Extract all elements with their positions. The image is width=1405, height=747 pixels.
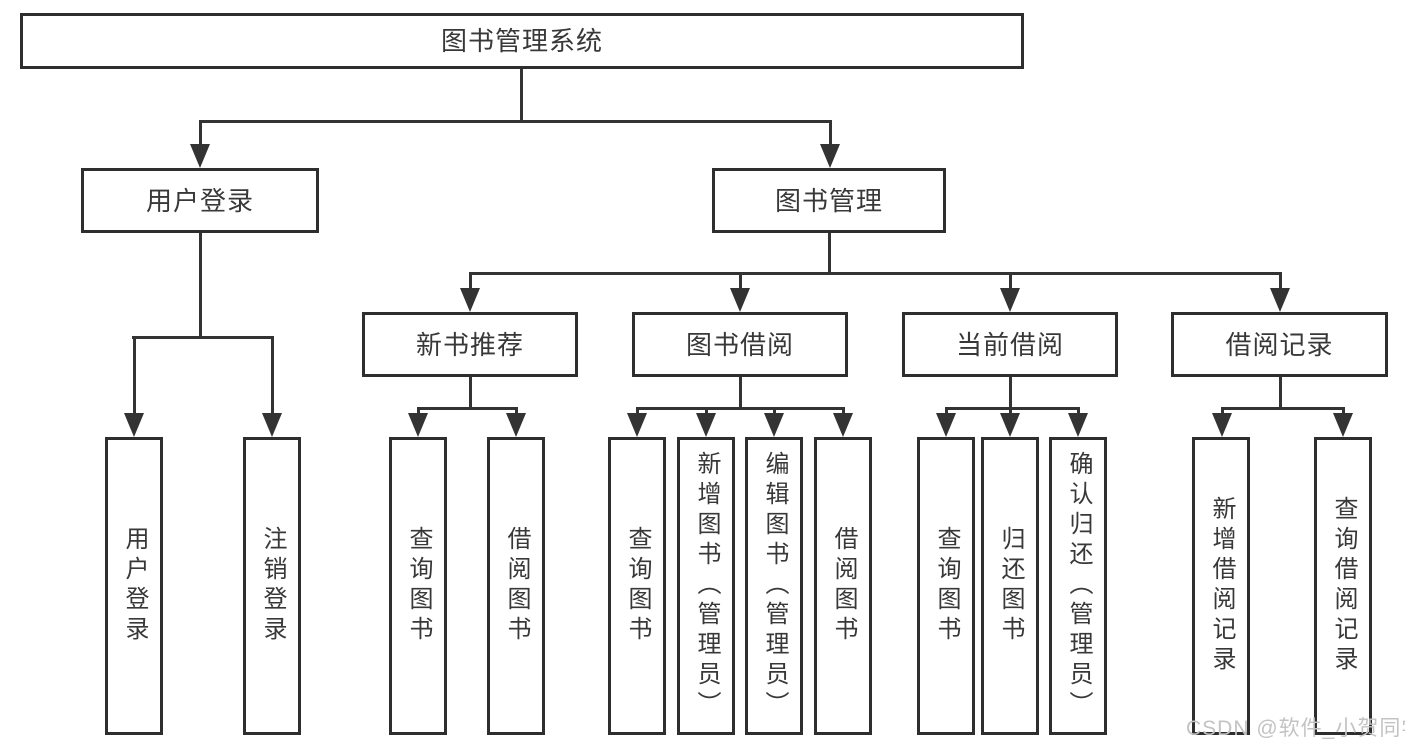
arrow-down-icon (833, 413, 853, 437)
connector-vline (1077, 407, 1080, 415)
connector-hline (636, 407, 845, 410)
arrow-down-icon (627, 413, 647, 437)
connector-hline (1221, 407, 1345, 410)
arrow-down-icon (262, 413, 282, 437)
leaf-query-borrow-record: 查询借阅记录 (1314, 437, 1372, 735)
connector-vline (636, 407, 639, 415)
connector-vline (1009, 377, 1012, 410)
arrow-down-icon (506, 413, 526, 437)
connector-vline (520, 69, 523, 123)
connector-hline (199, 120, 832, 123)
connector-vline (739, 377, 742, 410)
node-label: 查询图书 (933, 526, 960, 646)
node-label: 新增图书（管理员） (693, 451, 720, 721)
node-label: 新书推荐 (415, 329, 524, 360)
arrow-down-icon (1068, 413, 1088, 437)
arrow-down-icon (1270, 288, 1290, 312)
connector-vline (828, 233, 831, 275)
connector-vline (199, 120, 202, 146)
node-current-borrow: 当前借阅 (902, 312, 1118, 377)
csdn-watermark: CSDN @软件_小贺同学 (1186, 717, 1405, 740)
connector-vline (469, 272, 472, 290)
arrow-down-icon (936, 413, 956, 437)
leaf-query-books-recommend: 查询图书 (389, 437, 447, 735)
connector-vline (1009, 407, 1012, 415)
node-borrow-records: 借阅记录 (1171, 312, 1388, 377)
connector-hline (132, 336, 274, 339)
arrow-down-icon (190, 144, 210, 168)
node-label: 借阅记录 (1225, 329, 1334, 360)
node-new-book-recommend: 新书推荐 (362, 312, 578, 377)
arrow-down-icon (1000, 413, 1020, 437)
leaf-user-login: 用户登录 (105, 437, 163, 735)
connector-hline (945, 407, 1080, 410)
arrow-down-icon (460, 288, 480, 312)
leaf-borrow-books-recommend: 借阅图书 (487, 437, 545, 735)
connector-vline (773, 407, 776, 415)
node-label: 编辑图书（管理员） (761, 451, 788, 721)
leaf-logout: 注销登录 (243, 437, 301, 735)
connector-vline (417, 407, 420, 415)
connector-vline (1221, 407, 1224, 415)
connector-vline (705, 407, 708, 415)
connector-vline (133, 336, 136, 415)
node-book-borrow: 图书借阅 (632, 312, 848, 377)
arrow-down-icon (124, 413, 144, 437)
connector-vline (1342, 407, 1345, 415)
arrow-down-icon (820, 144, 840, 168)
node-label: 借阅图书 (830, 526, 857, 646)
node-label: 查询图书 (405, 526, 432, 646)
connector-hline (469, 272, 1282, 275)
arrow-down-icon (1212, 413, 1232, 437)
leaf-confirm-return-admin: 确认归还（管理员） (1049, 437, 1107, 735)
connector-vline (271, 336, 274, 415)
connector-hline (417, 407, 518, 410)
node-label: 图书管理 (774, 185, 883, 216)
arrow-down-icon (764, 413, 784, 437)
connector-vline (829, 120, 832, 146)
leaf-return-books: 归还图书 (981, 437, 1039, 735)
arrow-down-icon (696, 413, 716, 437)
node-library-system: 图书管理系统 (20, 13, 1024, 69)
node-label: 查询图书 (624, 526, 651, 646)
leaf-query-books-current: 查询图书 (917, 437, 975, 735)
node-label: 新增借阅记录 (1208, 496, 1235, 676)
connector-vline (1279, 272, 1282, 290)
node-book-management: 图书管理 (712, 168, 946, 233)
connector-vline (1279, 377, 1282, 410)
node-label: 归还图书 (997, 526, 1024, 646)
arrow-down-icon (730, 288, 750, 312)
node-user-login: 用户登录 (81, 168, 319, 233)
node-label: 当前借阅 (955, 329, 1064, 360)
arrow-down-icon (1333, 413, 1353, 437)
node-label: 图书借阅 (685, 329, 794, 360)
connector-vline (515, 407, 518, 415)
connector-vline (842, 407, 845, 415)
connector-vline (199, 233, 202, 339)
arrow-down-icon (408, 413, 428, 437)
node-label: 确认归还（管理员） (1065, 451, 1092, 721)
node-label: 图书管理系统 (440, 26, 603, 56)
node-label: 用户登录 (145, 185, 254, 216)
leaf-edit-books-admin: 编辑图书（管理员） (745, 437, 803, 735)
connector-vline (1009, 272, 1012, 290)
node-label: 注销登录 (259, 526, 286, 646)
node-label: 查询借阅记录 (1330, 496, 1357, 676)
connector-vline (945, 407, 948, 415)
node-label: 借阅图书 (503, 526, 530, 646)
node-label: 用户登录 (121, 526, 148, 646)
connector-vline (469, 377, 472, 410)
leaf-borrow-books: 借阅图书 (814, 437, 872, 735)
leaf-add-books-admin: 新增图书（管理员） (677, 437, 735, 735)
arrow-down-icon (1000, 288, 1020, 312)
leaf-add-borrow-record: 新增借阅记录 (1192, 437, 1250, 735)
leaf-query-books-borrow: 查询图书 (608, 437, 666, 735)
connector-vline (739, 272, 742, 290)
